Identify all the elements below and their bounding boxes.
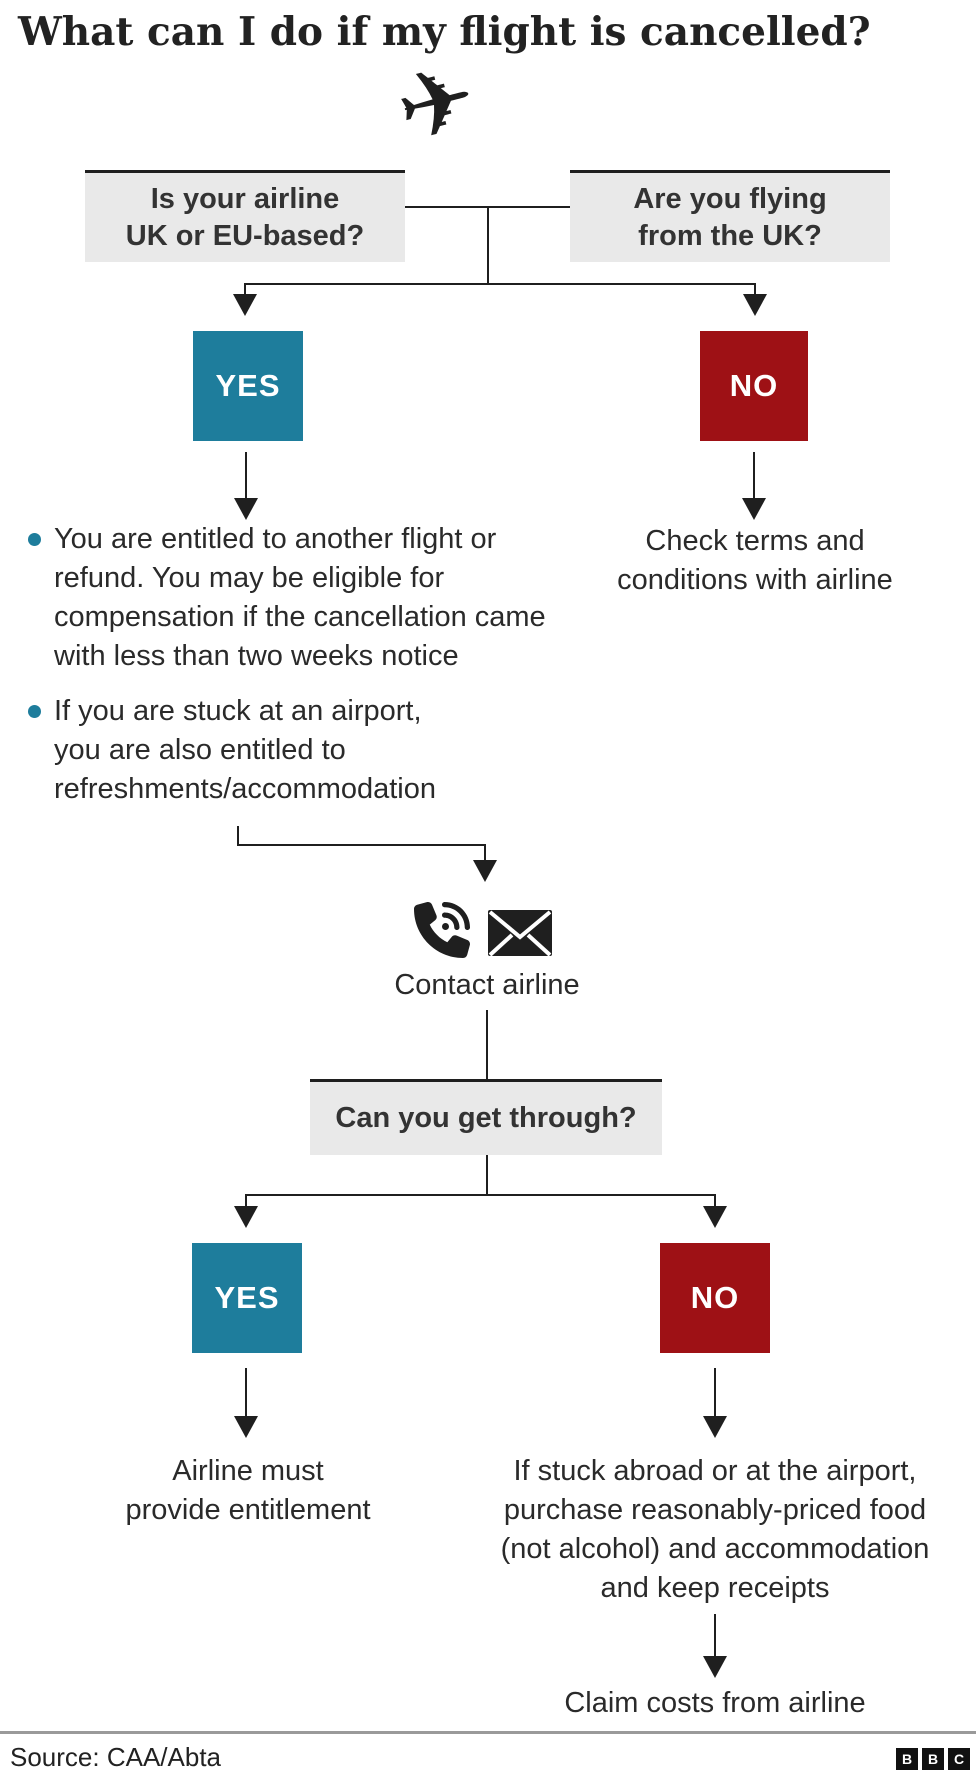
yes-box-1: YES	[193, 331, 303, 441]
no-box-1: NO	[700, 331, 808, 441]
bbc-logo-block: C	[948, 1748, 970, 1770]
connector-line	[245, 1368, 247, 1418]
connector-line	[484, 846, 486, 862]
connector-line	[487, 208, 489, 285]
arrow-down-icon	[234, 1416, 258, 1438]
connector-line	[714, 1368, 716, 1418]
question-box-get-through: Can you get through?	[310, 1079, 662, 1155]
airplane-icon: ✈	[386, 45, 487, 163]
bbc-logo-letter: B	[927, 1751, 939, 1767]
yes-box-2: YES	[192, 1243, 302, 1353]
entitlement-text: You are entitled to another flight or re…	[54, 523, 546, 672]
list-item: If you are stuck at an airport, you are …	[22, 692, 582, 809]
bbc-logo-letter: B	[901, 1751, 913, 1767]
connector-line	[714, 1196, 716, 1208]
source-text: Source: CAA/Abta	[10, 1742, 221, 1772]
question-text: Are you flying from the UK?	[633, 182, 827, 252]
claim-costs-text: Claim costs from airline	[564, 1687, 866, 1719]
arrow-down-icon	[743, 294, 767, 316]
connector-line	[237, 826, 239, 846]
bullet-dot-icon	[28, 705, 41, 718]
no-label: NO	[729, 368, 779, 403]
stuck-abroad-text: If stuck abroad or at the airport, purch…	[500, 1455, 930, 1604]
envelope-icon	[488, 910, 552, 956]
bbc-logo: B B C	[896, 1748, 970, 1770]
question-box-airline-based: Is your airline UK or EU-based?	[85, 170, 405, 262]
bbc-logo-block: B	[896, 1748, 918, 1770]
arrow-down-icon	[703, 1416, 727, 1438]
no-box-2: NO	[660, 1243, 770, 1353]
bbc-logo-block: B	[922, 1748, 944, 1770]
connector-line	[486, 1155, 488, 1195]
arrow-down-icon	[742, 498, 766, 520]
question-text: Can you get through?	[335, 1102, 637, 1134]
connector-line	[245, 1196, 247, 1208]
arrow-down-icon	[473, 860, 497, 882]
connector-line	[245, 452, 247, 500]
connector-line	[244, 285, 246, 296]
footer-divider	[0, 1731, 976, 1734]
arrow-down-icon	[233, 294, 257, 316]
connector-line	[714, 1614, 716, 1658]
connector-line	[245, 1194, 716, 1196]
yes-label: YES	[215, 368, 281, 403]
connector-line	[753, 452, 755, 500]
bbc-logo-letter: C	[953, 1751, 965, 1767]
stuck-at-airport-text: If you are stuck at an airport, you are …	[54, 695, 436, 805]
page-title: What can I do if my flight is cancelled?	[18, 9, 871, 55]
connector-line	[244, 283, 756, 285]
question-text: Is your airline UK or EU-based?	[125, 182, 365, 252]
arrow-down-icon	[703, 1656, 727, 1678]
connector-line	[237, 844, 486, 846]
connector-line	[754, 285, 756, 296]
airline-entitlement-text: Airline must provide entitlement	[125, 1455, 371, 1526]
connector-line	[405, 206, 570, 208]
no-label: NO	[690, 1280, 740, 1315]
arrow-down-icon	[234, 1206, 258, 1228]
yes-label: YES	[214, 1280, 280, 1315]
question-box-flying-from-uk: Are you flying from the UK?	[570, 170, 890, 262]
list-item: You are entitled to another flight or re…	[22, 520, 582, 676]
check-terms-text: Check terms and conditions with airline	[617, 525, 893, 596]
connector-line	[486, 1010, 488, 1079]
contact-airline-label: Contact airline	[394, 969, 580, 1001]
arrow-down-icon	[234, 498, 258, 520]
phone-icon	[414, 902, 470, 958]
bullet-dot-icon	[28, 533, 41, 546]
arrow-down-icon	[703, 1206, 727, 1228]
